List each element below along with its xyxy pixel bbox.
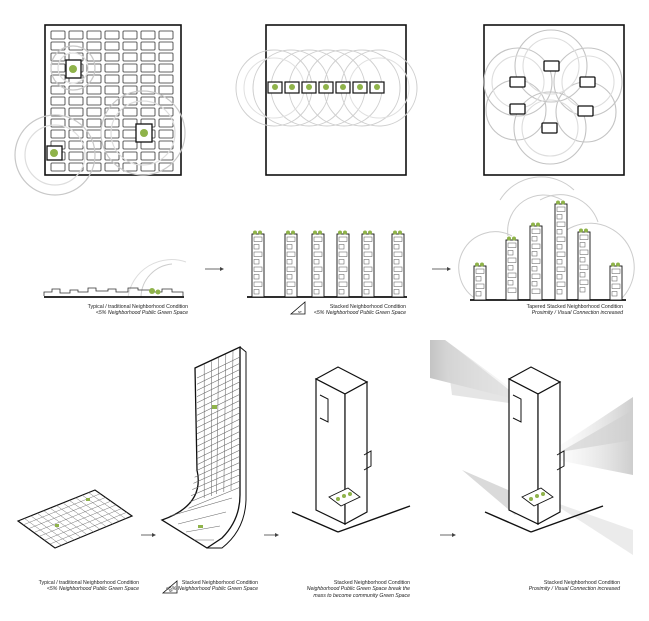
tower-footprints bbox=[509, 60, 596, 134]
caption-tower-axo: Stacked Neighborhood Condition Neighborh… bbox=[307, 580, 410, 599]
caption-subtitle: <5% Neighborhood Public Green Space bbox=[313, 310, 406, 317]
caption-title: Stacked Neighborhood Condition bbox=[333, 580, 410, 586]
arrow-2 bbox=[432, 267, 451, 271]
caption-subtitle: <5% Neighborhood Public Green Space bbox=[46, 586, 139, 593]
caption-title: Stacked Neighborhood Condition bbox=[329, 304, 406, 310]
caption-title: Stacked Neighborhood Condition bbox=[543, 580, 620, 586]
caption-traditional-section: Typical / traditional Neighborhood Condi… bbox=[88, 304, 188, 317]
section-tapered bbox=[458, 176, 635, 301]
caption-subtitle: <5% Neighborhood Public Green Space bbox=[95, 310, 188, 317]
caption-tower-cones-axo: Stacked Neighborhood Condition Proximity… bbox=[529, 580, 620, 593]
plan-stacked bbox=[235, 24, 418, 176]
caption-subtitle: <5% Neighborhood Public Green Space bbox=[165, 586, 258, 593]
svg-text:ST: ST bbox=[169, 589, 173, 593]
green-space-markers bbox=[46, 59, 153, 161]
caption-title: Stacked Neighborhood Condition bbox=[181, 580, 258, 586]
plan-traditional bbox=[14, 24, 186, 196]
svg-text:ST: ST bbox=[298, 310, 302, 314]
caption-bent-axo: Stacked Neighborhood Condition <5% Neigh… bbox=[166, 580, 258, 593]
scale-figure-icon: ST bbox=[289, 301, 306, 315]
section-traditional bbox=[43, 259, 187, 298]
axo-flat-neighborhood bbox=[16, 489, 134, 549]
caption-subtitle: Proximity / Visual Connection increased bbox=[531, 310, 623, 317]
scale-figure-icon-2: ST bbox=[161, 580, 178, 594]
caption-stacked-section: Stacked Neighborhood Condition <5% Neigh… bbox=[314, 304, 406, 317]
caption-flat-axo: Typical / traditional Neighborhood Condi… bbox=[39, 580, 139, 593]
section-stacked bbox=[247, 230, 407, 298]
axo-bent-neighborhood bbox=[160, 345, 247, 549]
axo-tower bbox=[291, 366, 411, 533]
caption-title: Typical / traditional Neighborhood Condi… bbox=[38, 580, 139, 586]
caption-title: Tapered Stacked Neighborhood Condition bbox=[526, 304, 623, 310]
caption-tapered-section: Tapered Stacked Neighborhood Condition P… bbox=[527, 304, 623, 317]
caption-title: Typical / traditional Neighborhood Condi… bbox=[87, 304, 188, 310]
plan-tapered bbox=[483, 24, 625, 176]
caption-subtitle: Proximity / Visual Connection increased bbox=[528, 586, 620, 593]
arrow-5 bbox=[440, 533, 456, 537]
proximity-rings bbox=[14, 45, 186, 196]
stacked-units bbox=[267, 81, 385, 94]
caption-subtitle: Neighborhood Public Green Space break th… bbox=[306, 586, 410, 593]
caption-subtitle-2: mass to become community Green Space bbox=[313, 592, 410, 599]
arrow-1 bbox=[205, 267, 224, 271]
arrow-4 bbox=[264, 533, 279, 537]
arrow-3 bbox=[141, 533, 156, 537]
axo-tower-view-cones bbox=[430, 340, 633, 555]
